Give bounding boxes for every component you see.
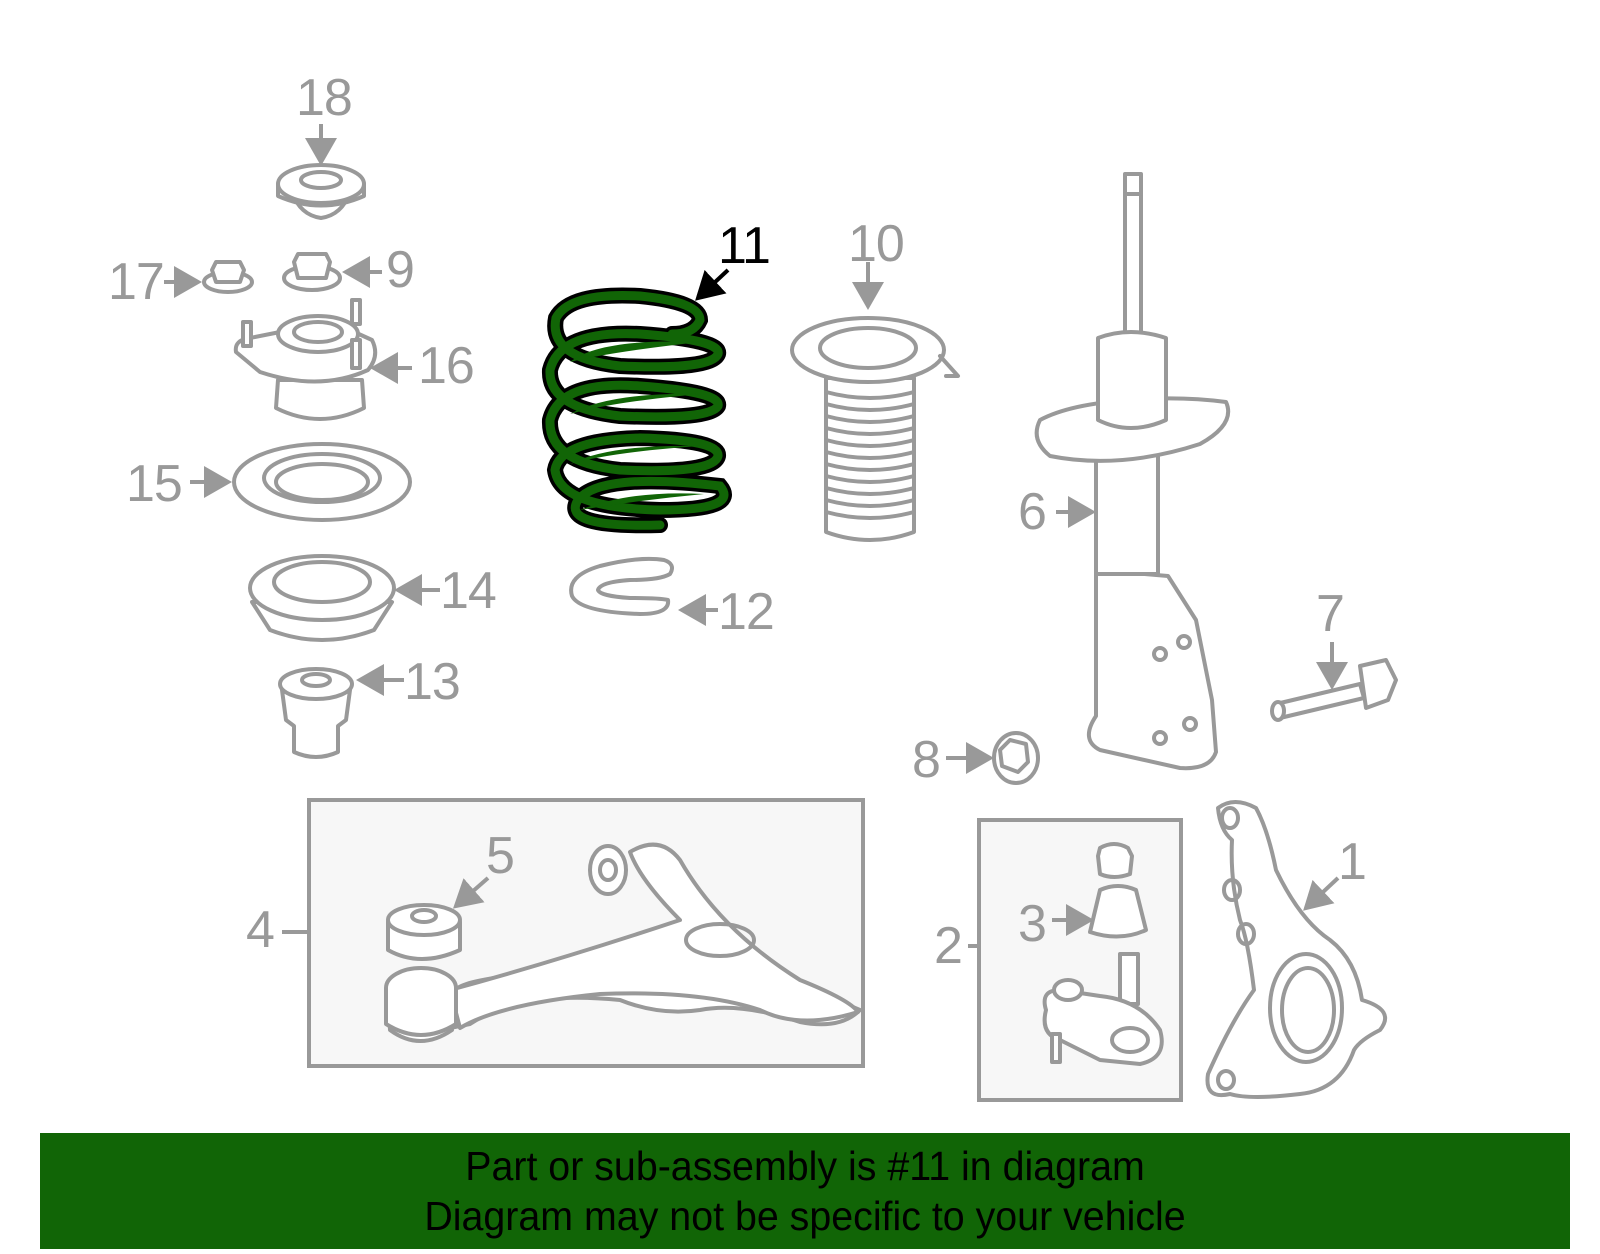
callout-13[interactable]: 13 [404, 653, 461, 711]
callout-7[interactable]: 7 [1316, 585, 1345, 643]
part-16-strut-mount [233, 298, 412, 421]
banner-line-disclaimer: Diagram may not be specific to your vehi… [424, 1193, 1186, 1239]
part-7-bolt [1270, 642, 1398, 722]
part-1-steering-knuckle [1205, 800, 1387, 1099]
callout-14[interactable]: 14 [440, 562, 497, 620]
part-12-spring-insulator [569, 556, 718, 626]
part-13-bump-stop [278, 664, 404, 759]
part-18-mount-cap [276, 124, 366, 220]
callout-11-highlighted[interactable]: 11 [718, 217, 771, 275]
info-banner: Part or sub-assembly is #11 in diagram D… [40, 1133, 1570, 1249]
part-17-nut [164, 260, 254, 298]
part-14-spring-seat [248, 554, 440, 642]
callout-15[interactable]: 15 [126, 455, 183, 513]
callout-12[interactable]: 12 [718, 583, 775, 641]
callout-4[interactable]: 4 [246, 901, 275, 959]
part-15-bearing [190, 442, 412, 522]
part-6-strut [1034, 172, 1231, 771]
callout-8[interactable]: 8 [912, 731, 941, 789]
callout-9[interactable]: 9 [386, 241, 415, 299]
callout-3[interactable]: 3 [1018, 895, 1047, 953]
callout-18[interactable]: 18 [296, 69, 353, 127]
banner-line-part-number: Part or sub-assembly is #11 in diagram [465, 1143, 1145, 1189]
callout-10[interactable]: 10 [848, 215, 905, 273]
part-11-coil-spring [542, 268, 732, 534]
part-2-ball-joint-assembly [968, 818, 1183, 1102]
part-8-nut [946, 731, 1040, 785]
callout-17[interactable]: 17 [108, 253, 165, 311]
callout-1[interactable]: 1 [1338, 833, 1367, 891]
callout-16[interactable]: 16 [418, 337, 475, 395]
part-4-lower-control-arm [282, 798, 865, 1068]
callout-6[interactable]: 6 [1018, 483, 1047, 541]
part-10-dust-boot [790, 262, 960, 542]
callout-5[interactable]: 5 [486, 827, 515, 885]
part-9-nut [282, 252, 382, 292]
callout-2[interactable]: 2 [934, 917, 963, 975]
